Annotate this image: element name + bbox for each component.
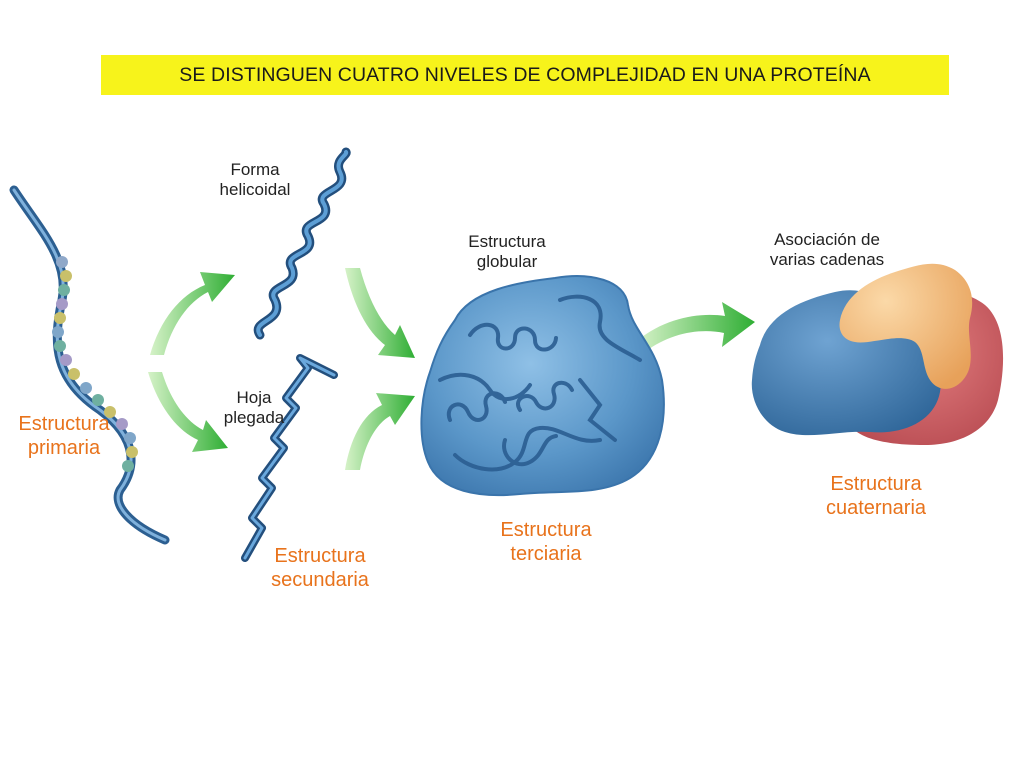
arrow-helix-to-tertiary	[345, 268, 415, 358]
label-secondary-line1: Estructura	[274, 545, 366, 567]
label-globular: Estructura globular	[452, 232, 562, 273]
beta-sheet	[241, 354, 338, 562]
label-association: Asociación de varias cadenas	[752, 230, 902, 271]
label-helix-line1: Forma	[230, 160, 280, 179]
label-tertiary: Estructura terciaria	[484, 518, 608, 566]
title-banner: SE DISTINGUEN CUATRO NIVELES DE COMPLEJI…	[101, 55, 949, 95]
label-globular-line2: globular	[476, 252, 538, 272]
arrow-primary-to-helix	[150, 272, 235, 355]
label-globular-line1: Estructura	[468, 232, 546, 251]
label-primary: Estructura primaria	[4, 412, 124, 460]
label-helix-line2: helicoidal	[219, 180, 291, 200]
label-primary-line1: Estructura	[18, 413, 110, 435]
label-primary-line2: primaria	[27, 437, 101, 459]
label-association-line2: varias cadenas	[769, 250, 885, 270]
label-sheet-line2: plegada	[223, 408, 285, 428]
arrow-primary-to-sheet	[148, 372, 228, 452]
page-title: SE DISTINGUEN CUATRO NIVELES DE COMPLEJI…	[179, 63, 871, 86]
label-sheet: Hoja plegada	[204, 388, 304, 429]
arrow-sheet-to-tertiary	[345, 393, 415, 470]
primary-structure-chain	[9, 185, 170, 545]
subunit-tan	[839, 263, 973, 389]
label-association-line1: Asociación de	[774, 230, 880, 249]
arrow-tertiary-to-quaternary	[638, 302, 755, 352]
label-tertiary-line1: Estructura	[500, 519, 592, 541]
label-helix: Forma helicoidal	[205, 160, 305, 201]
alpha-helix	[253, 147, 351, 340]
label-secondary: Estructura secundaria	[258, 544, 382, 592]
tertiary-globule	[420, 275, 665, 497]
quaternary-complex	[751, 263, 1004, 445]
label-sheet-line1: Hoja	[236, 388, 272, 407]
label-quaternary-line1: Estructura	[830, 473, 922, 495]
label-quaternary: Estructura cuaternaria	[810, 472, 942, 520]
amino-acid-beads	[52, 256, 138, 472]
label-quaternary-line2: cuaternaria	[825, 497, 927, 519]
label-tertiary-line2: terciaria	[510, 543, 582, 565]
label-secondary-line2: secundaria	[271, 569, 369, 591]
